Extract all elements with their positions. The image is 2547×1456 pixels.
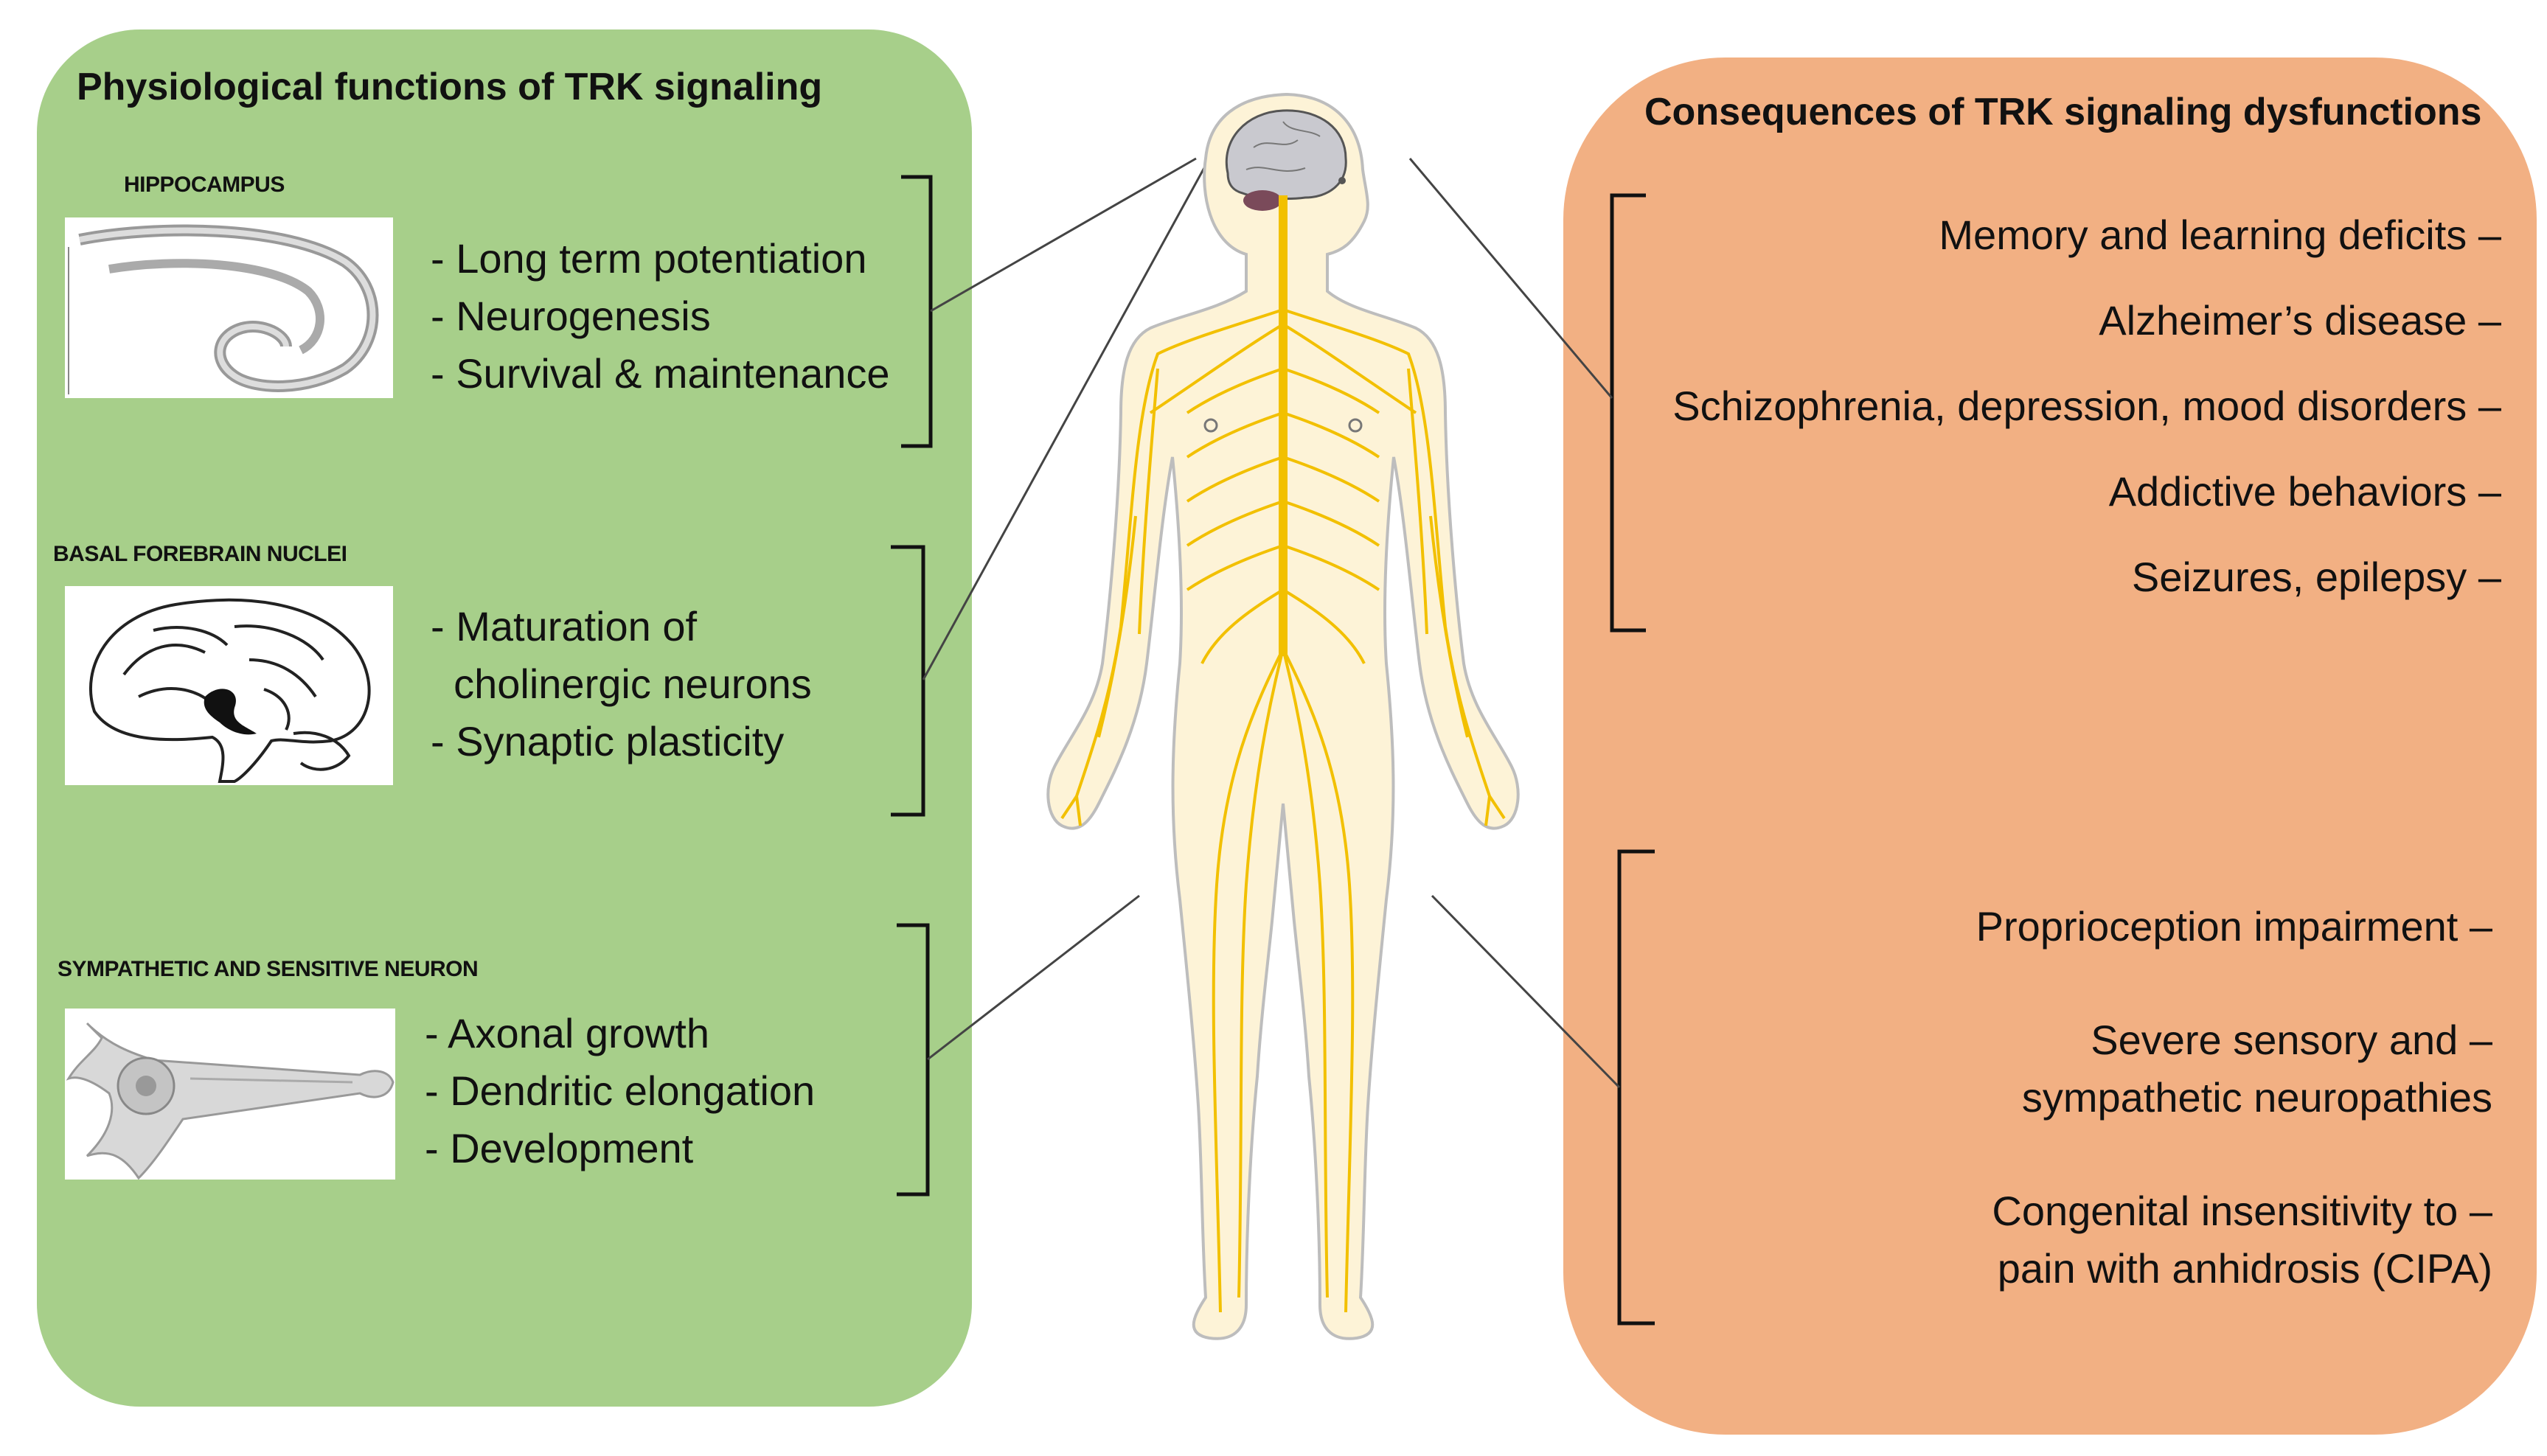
section-label-hippocampus: HIPPOCAMPUS — [124, 173, 285, 197]
section-label-neuron: SYMPATHETIC AND SENSITIVE NEURON — [58, 957, 479, 981]
item-schizophrenia-depression: Schizophrenia, depression, mood disorder… — [1672, 383, 2501, 429]
item-addictive-behaviors: Addictive behaviors – — [2108, 468, 2501, 515]
item-congenital-insensitivity: Congenital insensitivity to – — [1992, 1188, 2492, 1234]
item-axonal-growth: - Axonal growth — [425, 1010, 709, 1056]
item-synaptic-plasticity: - Synaptic plasticity — [431, 718, 785, 764]
connector-central — [1408, 158, 1613, 399]
human-nervous-system-icon — [1046, 92, 1520, 1340]
section-label-basal-forebrain: BASAL FOREBRAIN NUCLEI — [53, 542, 347, 566]
item-maturation-of: - Maturation of — [431, 603, 698, 649]
left-brackets — [891, 175, 933, 1197]
right-brackets — [1610, 193, 1655, 1326]
cerebellum-icon — [1243, 190, 1282, 211]
item-seizures-epilepsy: Seizures, epilepsy – — [2131, 554, 2501, 600]
bracket-neuron — [897, 923, 930, 1197]
item-development: - Development — [425, 1125, 694, 1171]
item-cipa: pain with anhidrosis (CIPA) — [1997, 1245, 2492, 1292]
left-panel-title: Physiological functions of TRK signaling — [77, 66, 823, 108]
bracket-hippocampus — [901, 175, 933, 448]
bracket-central — [1610, 193, 1646, 633]
connector-peripheral — [1431, 894, 1621, 1089]
item-memory-learning-deficits: Memory and learning deficits – — [1939, 212, 2501, 258]
item-dendritic-elongation: - Dendritic elongation — [425, 1067, 816, 1114]
item-alzheimers-disease: Alzheimer’s disease – — [2099, 297, 2501, 344]
hippocampus-icon — [65, 217, 393, 398]
item-severe-sensory: Severe sensory and – — [2091, 1017, 2492, 1063]
neuron-icon — [65, 1009, 395, 1180]
body-silhouette — [1046, 92, 1520, 1340]
item-survival-maintenance: - Survival & maintenance — [431, 350, 890, 397]
item-long-term-potentiation: - Long term potentiation — [431, 235, 867, 282]
bracket-peripheral — [1617, 849, 1655, 1326]
connector-lines — [922, 157, 1621, 1089]
brain-sagittal-icon — [65, 586, 393, 785]
item-neurogenesis: - Neurogenesis — [431, 293, 711, 339]
bracket-basal-forebrain — [891, 545, 925, 817]
right-panel-dysfunctions — [1563, 58, 2537, 1435]
connector-basal-forebrain — [922, 158, 1211, 680]
nerves — [1060, 308, 1506, 1313]
item-sympathetic-neuropathies: sympathetic neuropathies — [2021, 1074, 2492, 1121]
right-panel-title: Consequences of TRK signaling dysfunctio… — [1644, 91, 2482, 133]
connector-hippocampus — [930, 157, 1197, 313]
item-proprioception-impairment: Proprioception impairment – — [1976, 903, 2492, 950]
connector-neuron — [927, 894, 1140, 1061]
brain-icon — [1225, 109, 1347, 201]
item-cholinergic-neurons: cholinergic neurons — [431, 661, 812, 707]
